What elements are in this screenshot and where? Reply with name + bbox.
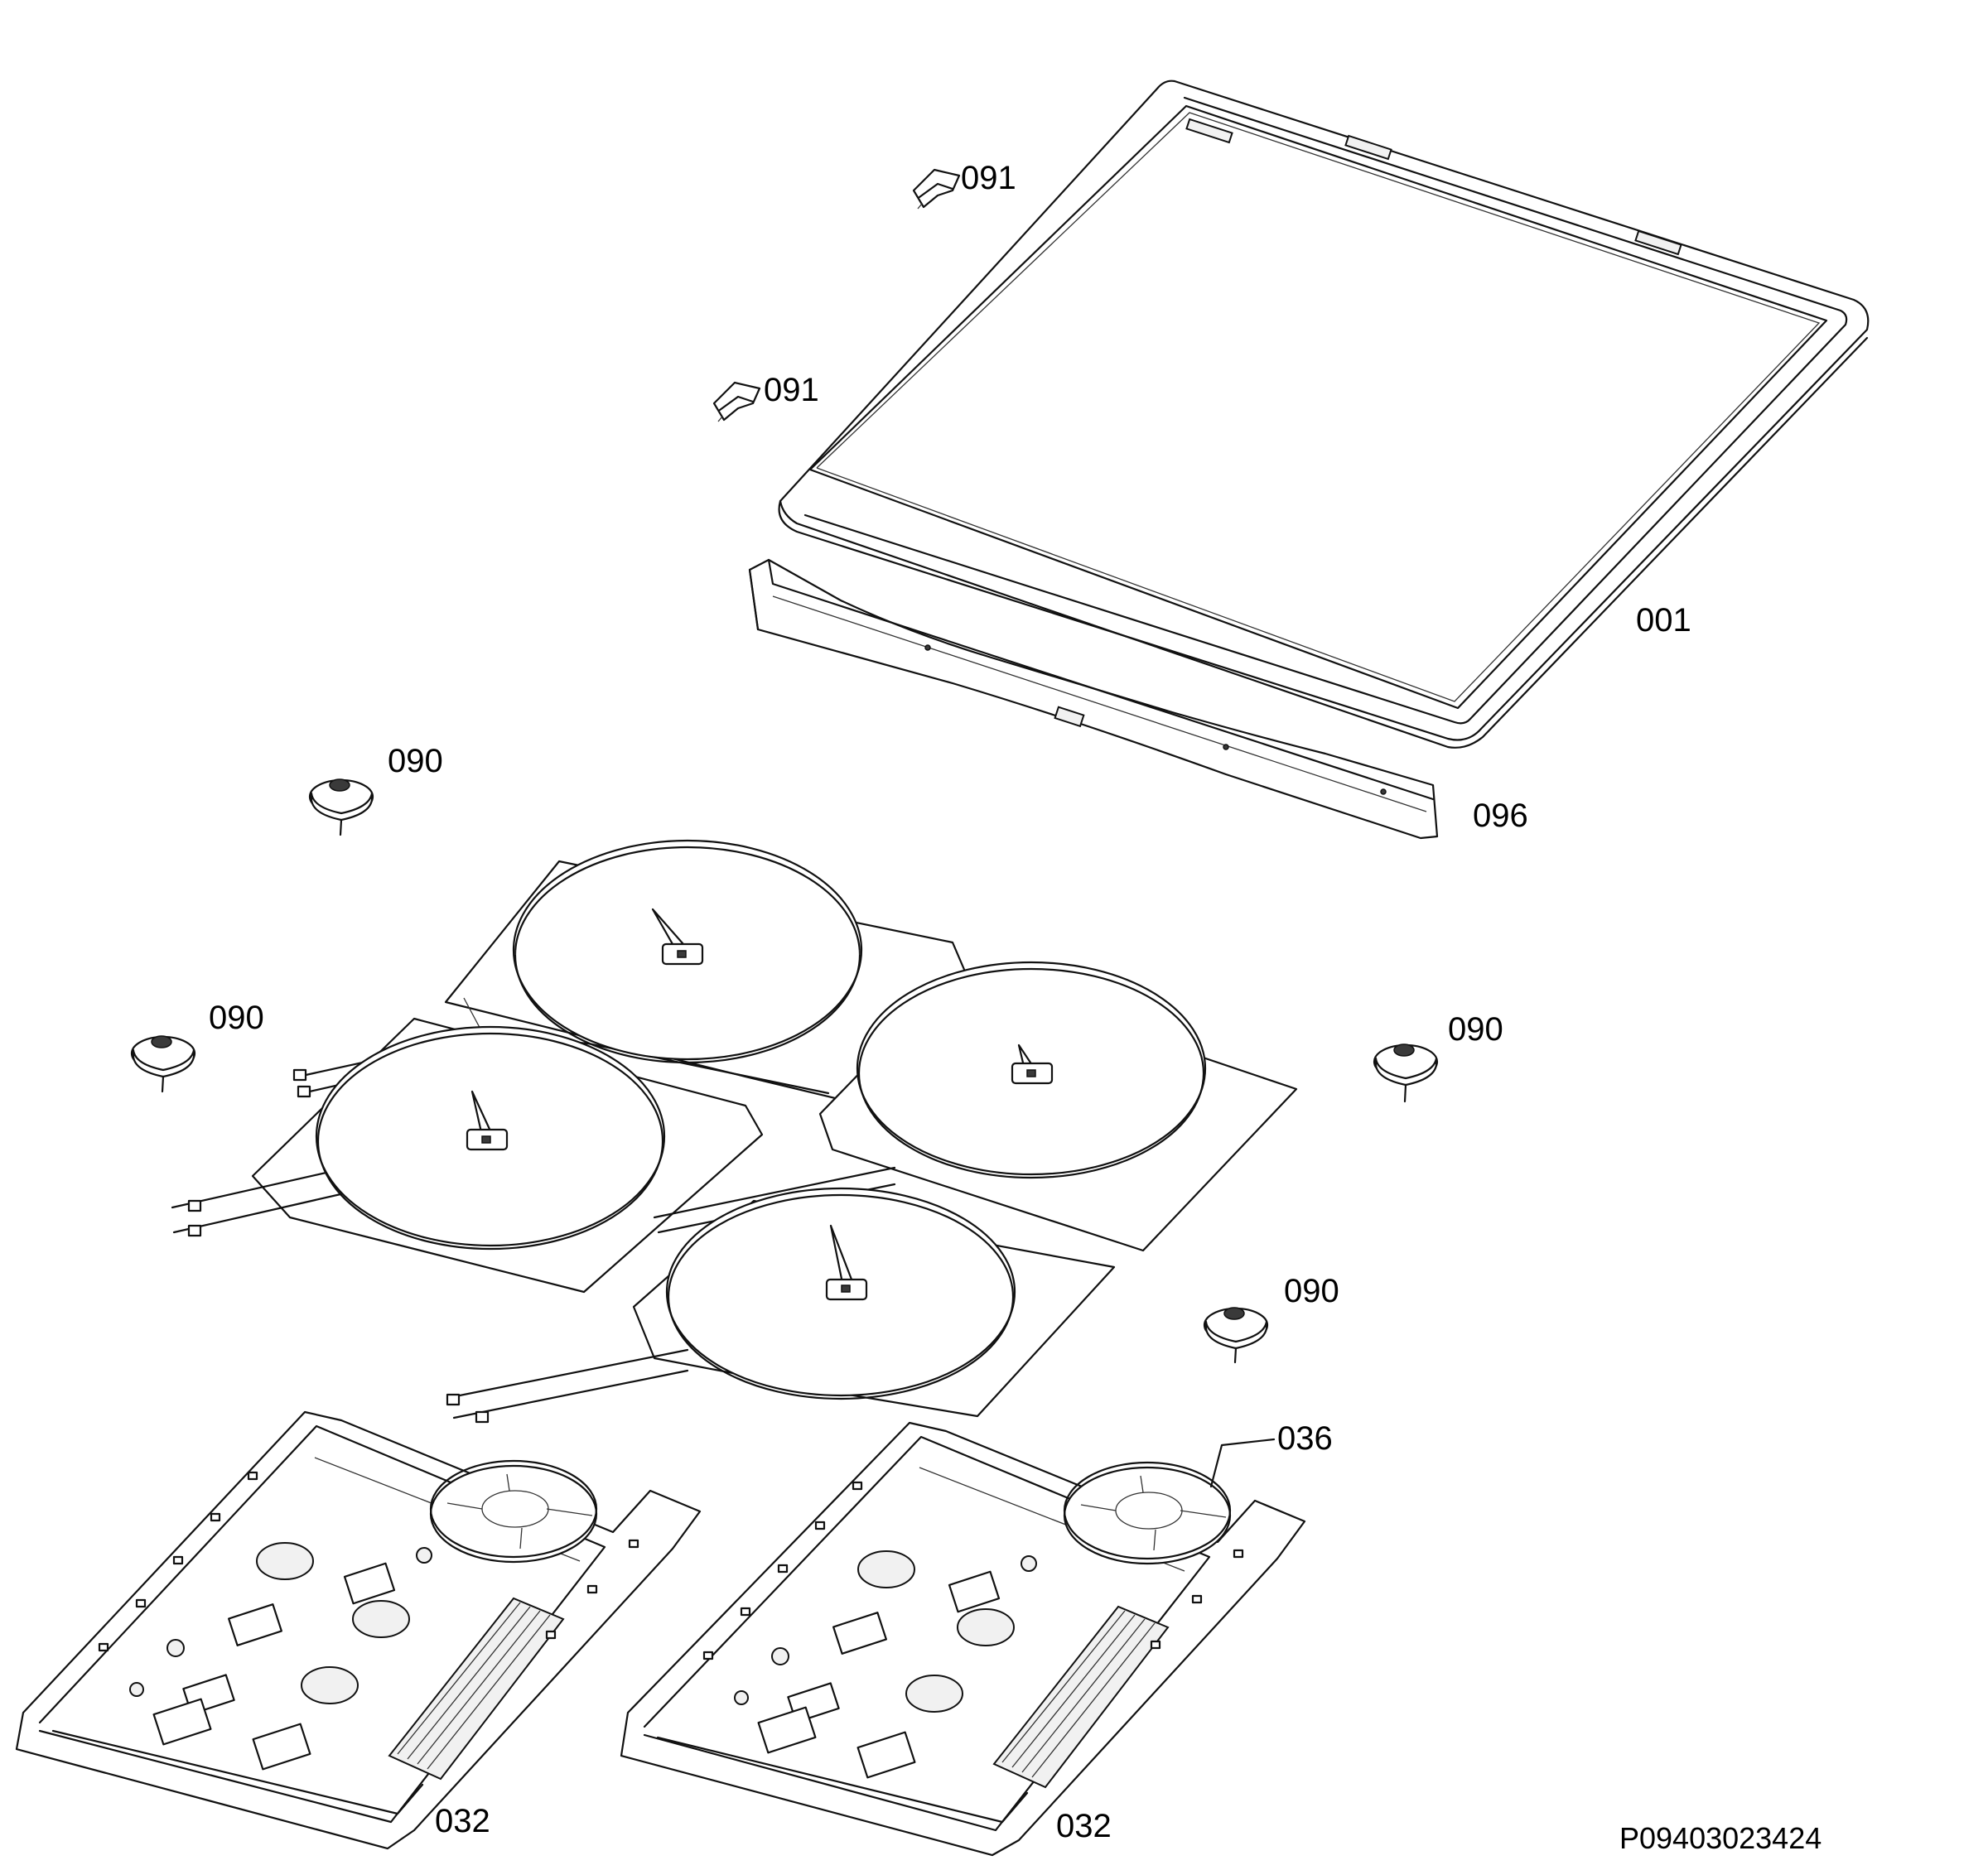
callout-096: 096 (1473, 798, 1528, 834)
callout-090-top-left: 090 (388, 743, 443, 779)
power-board-right[interactable] (620, 1421, 1306, 1857)
callout-090-right: 090 (1448, 1011, 1503, 1048)
induction-coil-back[interactable] (444, 839, 969, 1103)
induction-coil-left[interactable] (171, 1017, 764, 1294)
temperature-sensor-right[interactable] (1373, 1043, 1439, 1103)
fan-leader-line (1209, 1438, 1276, 1488)
mounting-clip-lower[interactable] (712, 381, 761, 422)
callout-001: 001 (1636, 602, 1691, 639)
induction-coil-right[interactable] (653, 961, 1298, 1252)
power-board-left[interactable] (15, 1410, 702, 1850)
mounting-clip-upper[interactable] (912, 168, 961, 210)
temperature-sensor-bottom[interactable] (1203, 1307, 1269, 1364)
callout-032-right: 032 (1056, 1808, 1112, 1844)
callout-091-upper: 091 (961, 160, 1016, 196)
drawing-number: P09403023424 (1619, 1821, 1822, 1855)
cooling-fan[interactable] (1063, 1466, 1232, 1565)
front-profile-strip[interactable] (748, 558, 1439, 840)
callout-036: 036 (1277, 1420, 1333, 1457)
callout-091-lower: 091 (764, 372, 819, 408)
callout-090-mid-left: 090 (209, 1000, 264, 1036)
glass-ceramic-top[interactable] (778, 80, 1870, 749)
temperature-sensor-mid-left[interactable] (130, 1035, 196, 1093)
callout-090-bottom: 090 (1284, 1273, 1339, 1309)
induction-coil-front[interactable] (446, 1187, 1116, 1424)
callout-032-left: 032 (435, 1803, 490, 1839)
temperature-sensor-top-left[interactable] (308, 778, 374, 836)
